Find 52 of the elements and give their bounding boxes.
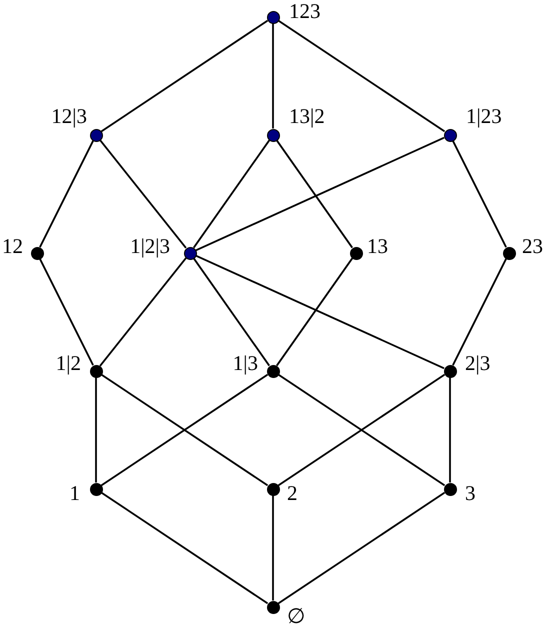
vertex-dot <box>266 10 280 24</box>
connector-line <box>276 140 353 248</box>
vertex-label: 12|3 <box>51 106 87 128</box>
vertex-dot <box>444 482 456 496</box>
vertex-dot <box>90 364 102 378</box>
vertex-label: 13|2 <box>289 106 325 128</box>
vertex-dot <box>350 246 362 260</box>
connector-line <box>196 136 444 252</box>
vertex-dot <box>90 128 102 142</box>
vertex-label: 1|23 <box>466 106 502 128</box>
vertex-label: 1|3 <box>232 353 258 374</box>
vertex-label: 2|3 <box>465 353 490 374</box>
vertex-dot <box>502 246 516 260</box>
connector-line <box>449 378 451 482</box>
vertex-label: 23 <box>522 236 543 258</box>
connector-line <box>193 140 270 248</box>
connector-line <box>278 20 446 132</box>
vertex-dot <box>444 364 456 378</box>
connector-line <box>39 140 94 248</box>
vertex-label: ∅ <box>287 606 305 628</box>
vertex-dot <box>444 128 456 142</box>
vertex-label: 1 <box>70 483 80 504</box>
connector-line <box>95 378 97 482</box>
vertex-label: 2 <box>287 483 298 504</box>
vertex-label: 123 <box>289 0 320 22</box>
connector-line <box>100 492 268 604</box>
connector-line <box>193 258 270 366</box>
vertex-dot <box>30 246 44 260</box>
connector-line <box>272 24 274 128</box>
vertex-label: 13 <box>367 236 388 258</box>
connector-line <box>39 258 94 366</box>
connector-line <box>276 258 353 366</box>
connector-line <box>196 254 444 370</box>
vertex-dot <box>90 482 102 496</box>
vertex-dot <box>184 246 196 260</box>
connector-line <box>99 140 187 248</box>
vertex-label: 3 <box>465 483 476 504</box>
vertex-dot <box>266 482 280 496</box>
vertex-label: 12 <box>2 236 23 258</box>
crossed-connector-lines <box>278 374 446 486</box>
connector-line <box>452 258 507 366</box>
vertex-dot <box>266 600 280 614</box>
vertex-dot <box>266 128 280 142</box>
connector-line <box>272 496 274 600</box>
crossed-connector-lines <box>100 374 268 486</box>
connector-line <box>99 258 187 366</box>
vertex-label: 1|2 <box>56 353 81 374</box>
vertex-dot <box>266 364 280 378</box>
vertex-label: 1|2|3 <box>130 236 170 258</box>
connector-line <box>452 140 507 248</box>
connector-line <box>278 492 446 604</box>
connector-line <box>100 20 268 132</box>
